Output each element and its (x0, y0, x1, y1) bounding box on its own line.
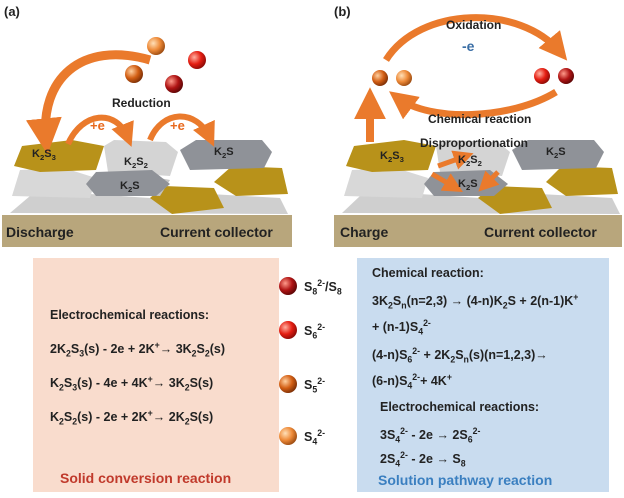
solid-eq-1: 2K2S3(s) - 2e + 2K+→ 3K2S2(s) (50, 340, 226, 359)
panel-b-collector-label: Current collector (484, 224, 597, 240)
panel-b-ball-s8-right (558, 68, 574, 84)
panel-b-oxidation-arrow (383, 14, 568, 62)
panel-a-label: (a) (4, 4, 20, 19)
panel-a-k2s2-chip-label: K2S2 (124, 156, 148, 171)
solution-heading-2: Electrochemical reactions: (380, 400, 540, 414)
solid-conversion-title: Solid conversion reaction (60, 470, 232, 486)
legend-s5-label: S52- (304, 376, 325, 395)
panel-b-k2s-top-chip (512, 140, 604, 170)
solution-eq-2a: (4-n)S62- + 2K2Sn(s)(n=1,2,3)→ (372, 346, 548, 365)
panel-a-collector (2, 215, 292, 247)
panel-b-ball-s5-left (372, 70, 388, 86)
panel-a-ball-s5 (125, 65, 143, 83)
panel-b-layer-bottom (342, 194, 620, 214)
panel-b-k2s3-chip-label: K2S3 (380, 150, 404, 165)
panel-a-ball-s4-top (147, 37, 165, 55)
panel-b-layer-left-mid (344, 168, 428, 198)
panel-a-k2s-mid-chip-label: K2S (120, 180, 140, 195)
panel-a-collector-label: Current collector (160, 224, 273, 240)
panel-a-discharge-label: Discharge (6, 224, 74, 240)
panel-a-reduction-label: Reduction (112, 96, 171, 110)
panel-a-k2s2-top-chip (104, 140, 178, 176)
panel-b-chemical-reaction-label: Chemical reaction (428, 112, 532, 126)
panel-b-collector (334, 215, 622, 247)
panel-b-k2s2-chip-label: K2S2 (458, 154, 482, 169)
panel-a-k2s-top-chip (180, 140, 272, 170)
legend-s4-label: S42- (304, 428, 325, 447)
panel-b-oxidation-label: Oxidation (446, 18, 502, 32)
panel-b-k2s3-top-chip (346, 140, 436, 172)
legend-ball-s4 (279, 427, 297, 445)
legend-s8-label: S82-/S8 (304, 278, 342, 297)
panel-a-electrode (2, 140, 292, 247)
legend-s6-label: S62- (304, 322, 325, 341)
panel-b-dispro-arrow-1 (437, 150, 474, 170)
panel-b-electrode (334, 140, 622, 247)
legend-ball-s6 (279, 321, 297, 339)
panel-a-layer-left-mid (12, 168, 96, 198)
panel-a-big-arrow (25, 50, 152, 155)
legend-ball-s5 (279, 375, 297, 393)
panel-b-dispro-arrow-3 (478, 170, 500, 192)
panel-a-electron-gain-2: +e (170, 118, 185, 133)
solid-heading: Electrochemical reactions: (50, 308, 210, 322)
panel-a-k2s3-lower (150, 186, 224, 214)
panel-a-small-arrow-1 (65, 114, 134, 147)
panel-b-disproportionation-label: Disproportionation (420, 136, 528, 150)
solution-pathway-title: Solution pathway reaction (378, 472, 553, 488)
panel-b-dispro-arrow-2 (430, 171, 463, 193)
panel-b-charge-label: Charge (340, 224, 389, 240)
panel-a-k2s-top-chip-label: K2S (214, 146, 234, 161)
solution-eq-1a: 3K2Sn(n=2,3) → (4-n)K2S + 2(n-1)K+ (372, 292, 579, 311)
panel-b-electron-loss: -e (462, 38, 475, 54)
panel-a-k2s-mid-chip (86, 170, 170, 196)
solid-eq-2: K2S3(s) - 4e + 4K+→ 3K2S(s) (50, 374, 214, 393)
solid-eq-3: K2S2(s) - 2e + 2K+→ 2K2S(s) (50, 408, 214, 427)
panel-a-small-arrow-2 (147, 113, 215, 147)
solution-heading-1: Chemical reaction: (372, 266, 484, 280)
solution-eq-2b: (6-n)S42-+ 4K+ (372, 372, 452, 391)
panel-b-k2s3-right (546, 166, 618, 196)
panel-a-k2s3-chip-label: K2S3 (32, 148, 56, 163)
solid-conversion-box (33, 258, 279, 492)
panel-b-ball-s4-left (396, 70, 412, 86)
solution-eq-4: 2S42- - 2e → S8 (380, 450, 466, 469)
panel-a-k2s3-right (214, 166, 288, 196)
solution-pathway-box (357, 258, 609, 492)
panel-b-label: (b) (334, 4, 351, 19)
panel-b-k2s-mid-chip-label: K2S (458, 178, 478, 193)
legend-ball-s8 (279, 277, 297, 295)
solution-eq-3: 3S42- - 2e → 2S62- (380, 426, 481, 445)
panel-a-ball-s8 (165, 75, 183, 93)
panel-b-ball-s6-right (534, 68, 550, 84)
panel-b-chemical-arrow (389, 89, 558, 120)
panel-b-k2s-top-chip-label: K2S (546, 146, 566, 161)
panel-a-ball-s6-top (188, 51, 206, 69)
panel-a-k2s3-top-chip (14, 140, 104, 172)
solution-eq-1b: + (n-1)S42- (372, 318, 431, 337)
panel-a-electron-gain-1: +e (90, 118, 105, 133)
